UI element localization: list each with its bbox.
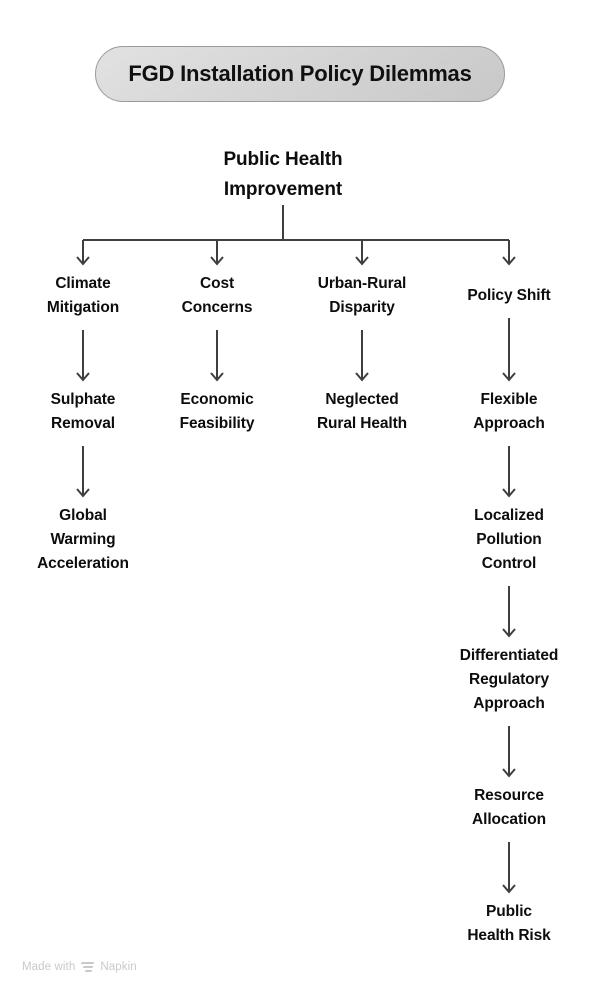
arrow-urban-rural-to-neglected [355, 330, 369, 382]
napkin-chevrons-icon [80, 961, 95, 973]
arrow-climate-to-sulphate [76, 330, 90, 382]
node-climate-mitigation: Climate Mitigation [46, 275, 120, 316]
node-global-warming-acceleration: Global Warming Acceleration [37, 507, 129, 572]
arrow-sulphate-to-global-warming [76, 446, 90, 498]
diagram-title-pill: FGD Installation Policy Dilemmas [95, 46, 505, 102]
arrow-root-to-policy [502, 240, 516, 266]
napkin-watermark: Made with Napkin [22, 961, 137, 973]
arrow-flexible-to-localized [502, 446, 516, 498]
node-differentiated-regulatory-approach: Differentiated Regulatory Approach [459, 647, 559, 712]
node-cost-concerns: Cost Concerns [181, 275, 253, 316]
arrow-root-to-urban-rural [355, 240, 369, 266]
node-public-health-improvement: Public Health Improvement [223, 149, 343, 200]
arrow-localized-to-differentiated [502, 586, 516, 638]
arrow-resource-to-public-health-risk [502, 842, 516, 894]
node-flexible-approach: Flexible Approach [473, 391, 545, 432]
node-localized-pollution-control: Localized Pollution Control [474, 507, 544, 572]
node-public-health-risk: Public Health Risk [467, 903, 551, 944]
arrow-root-to-cost [210, 240, 224, 266]
watermark-brand-label: Napkin [100, 961, 137, 973]
node-policy-shift: Policy Shift [467, 287, 551, 304]
node-resource-allocation: Resource Allocation [472, 787, 546, 828]
node-neglected-rural-health: Neglected Rural Health [316, 391, 408, 432]
node-urban-rural-disparity: Urban-Rural Disparity [317, 275, 407, 316]
watermark-made-with-label: Made with [22, 961, 76, 973]
node-sulphate-removal: Sulphate Removal [50, 391, 116, 432]
diagram-title-text: FGD Installation Policy Dilemmas [128, 61, 472, 86]
arrow-cost-to-economic [210, 330, 224, 382]
arrow-policy-to-flexible [502, 318, 516, 382]
node-economic-feasibility: Economic Feasibility [179, 391, 255, 432]
arrow-root-to-climate [76, 240, 90, 266]
arrow-differentiated-to-resource [502, 726, 516, 778]
